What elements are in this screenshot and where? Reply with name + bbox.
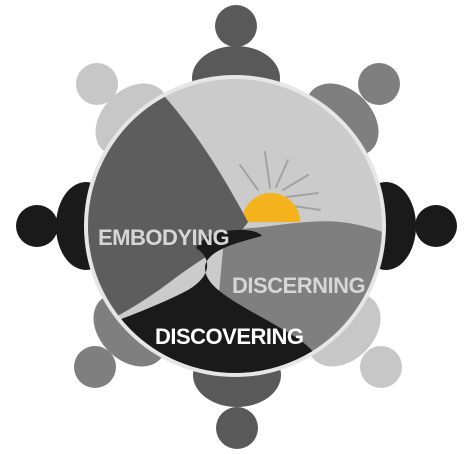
label-embodying: EMBODYING (98, 225, 229, 250)
sun-icon (242, 193, 300, 222)
label-discerning: DISCERNING (232, 273, 365, 298)
sun-rays (239, 151, 321, 211)
label-discovering: DISCOVERING (155, 324, 304, 349)
